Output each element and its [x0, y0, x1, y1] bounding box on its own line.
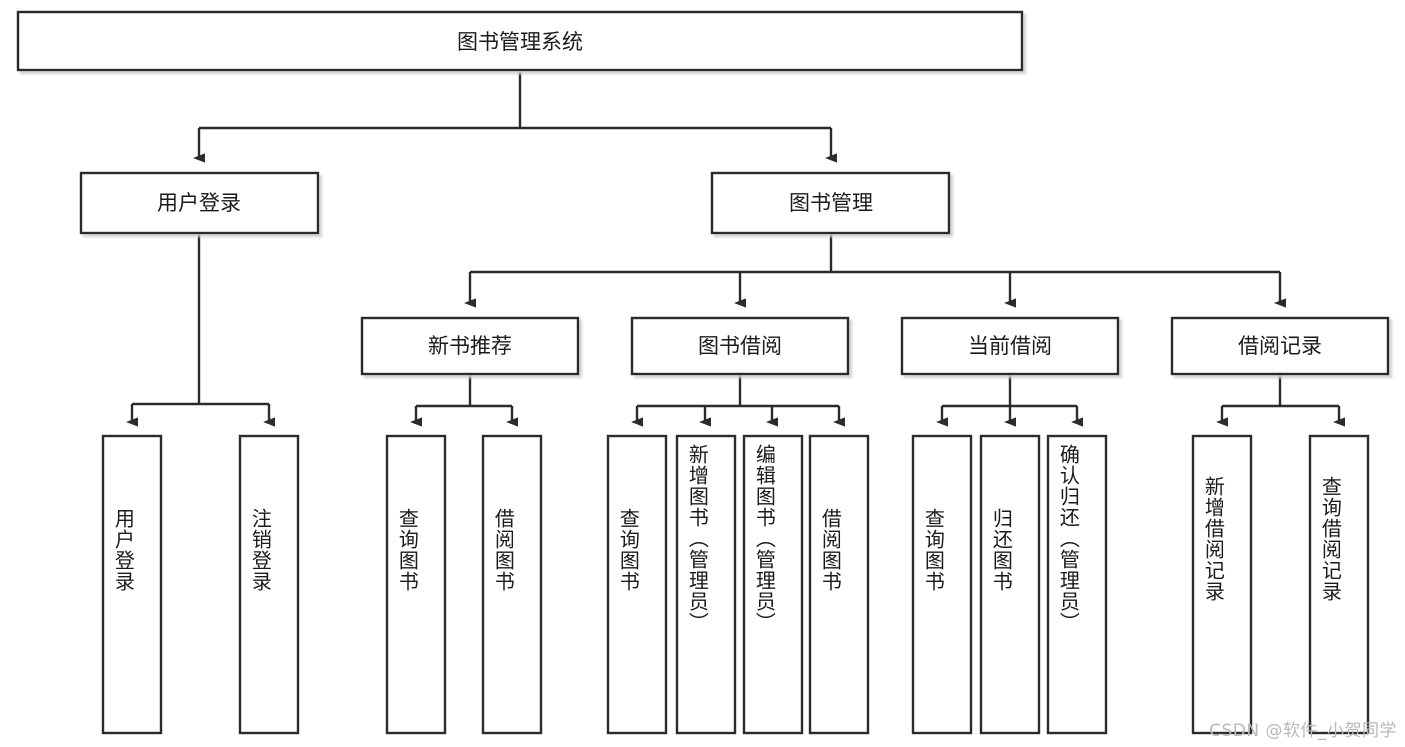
node-new-book-recommend[interactable]: 新书推荐 — [360, 316, 580, 376]
node-current-borrow-box[interactable] — [900, 316, 1120, 376]
connectors-borrow-record — [1216, 375, 1345, 427]
node-user-login-box[interactable] — [79, 171, 320, 235]
node-current-borrow-label: 当前借阅 — [968, 334, 1052, 358]
node-borrow-record-label: 借阅记录 — [1238, 334, 1322, 358]
node-root[interactable]: 图书管理系统 — [16, 10, 1024, 72]
node-book-borrow-box[interactable] — [630, 316, 850, 376]
node-leaf-user-logout-box[interactable] — [238, 434, 300, 735]
connectors-user-login — [126, 233, 275, 427]
node-leaf-add-record-box[interactable] — [1191, 434, 1253, 735]
connectors-current-borrow — [936, 375, 1083, 427]
node-leaf-query-book-1-box[interactable] — [385, 434, 447, 735]
node-leaf-query-record-box[interactable] — [1308, 434, 1370, 735]
node-borrow-record-box[interactable] — [1170, 316, 1390, 376]
node-book-management-box[interactable] — [710, 171, 951, 235]
node-leaf-edit-book-box[interactable] — [742, 434, 804, 735]
node-borrow-record[interactable]: 借阅记录 — [1170, 316, 1390, 376]
node-current-borrow[interactable]: 当前借阅 — [900, 316, 1120, 376]
node-user-login-label: 用户登录 — [157, 191, 241, 215]
node-book-management[interactable]: 图书管理 — [710, 171, 951, 235]
node-leaf-confirm-return-box[interactable] — [1046, 434, 1108, 735]
node-root-box[interactable] — [16, 10, 1024, 72]
node-leaf-query-book-2-box[interactable] — [606, 434, 668, 735]
node-new-book-recommend-label: 新书推荐 — [428, 334, 512, 358]
leaf-boxes — [101, 434, 1370, 735]
connectors-book-borrow — [631, 375, 845, 427]
connectors-new-book-recommend — [410, 375, 518, 427]
node-leaf-add-book-box[interactable] — [675, 434, 737, 735]
node-leaf-query-book-3-box[interactable] — [911, 434, 973, 735]
node-root-label: 图书管理系统 — [457, 30, 583, 54]
node-leaf-user-login-box[interactable] — [101, 434, 163, 735]
node-user-login[interactable]: 用户登录 — [79, 171, 320, 235]
connectors-book-management — [464, 233, 1286, 308]
node-book-borrow[interactable]: 图书借阅 — [630, 316, 850, 376]
node-leaf-return-book-box[interactable] — [979, 434, 1041, 735]
connectors-root — [193, 72, 837, 163]
watermark-label: CSDN @软件_小贺同学 — [1209, 721, 1397, 741]
node-book-borrow-label: 图书借阅 — [698, 334, 782, 358]
node-book-management-label: 图书管理 — [789, 191, 873, 215]
node-leaf-borrow-book-1-box[interactable] — [481, 434, 543, 735]
node-leaf-borrow-book-2-box[interactable] — [808, 434, 870, 735]
node-new-book-recommend-box[interactable] — [360, 316, 580, 376]
